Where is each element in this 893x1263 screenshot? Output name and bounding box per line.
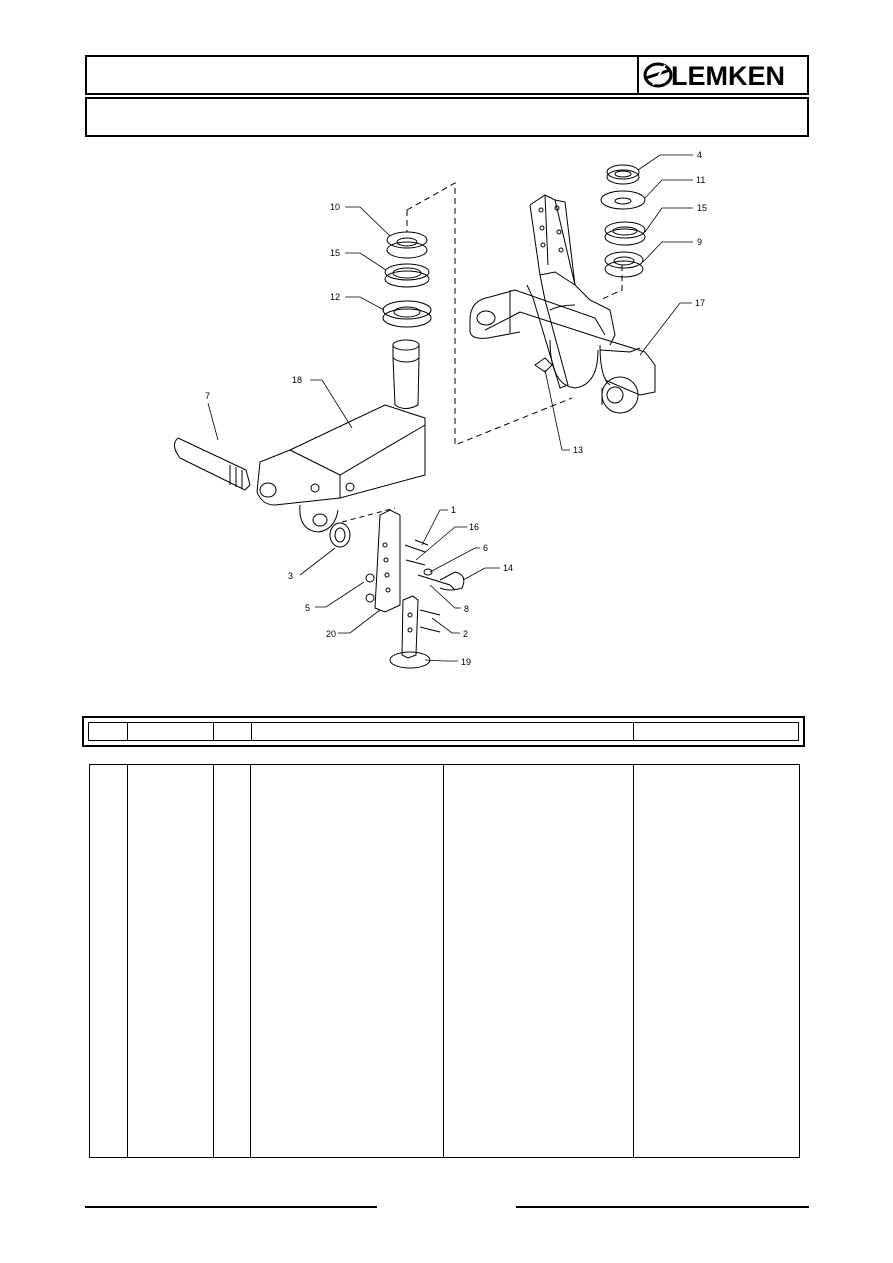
body-column-divider — [443, 765, 444, 1157]
assembly-guide-line — [406, 182, 573, 446]
callout-label: 16 — [469, 522, 479, 532]
callout-label: 6 — [483, 543, 488, 553]
callout-labels: 4 11 15 9 10 15 12 17 18 7 13 1 16 6 14 … — [205, 150, 707, 667]
parts-table-body — [89, 764, 800, 1158]
callout-label: 15 — [330, 248, 340, 258]
exploded-parts-drawing: 4 11 15 9 10 15 12 17 18 7 13 1 16 6 14 … — [174, 150, 707, 669]
support-leg-part — [365, 509, 401, 613]
body-column-divider — [250, 765, 251, 1157]
header-column-divider — [127, 723, 128, 740]
body-column-divider — [213, 765, 214, 1157]
callout-label: 10 — [330, 202, 340, 212]
callout-label: 14 — [503, 563, 513, 573]
footer-rule-left — [85, 1206, 377, 1208]
callout-label: 20 — [326, 629, 336, 639]
callout-label: 2 — [463, 629, 468, 639]
callout-label: 9 — [697, 237, 702, 247]
subtitle-box — [85, 97, 809, 137]
body-column-divider — [633, 765, 634, 1157]
axle-pin-part — [174, 437, 251, 491]
callout-label: 7 — [205, 391, 210, 401]
brand-name: LEMKEN — [671, 61, 785, 91]
callout-label: 4 — [697, 150, 702, 160]
callout-label: 1 — [451, 505, 456, 515]
callout-label: 17 — [695, 298, 705, 308]
spindle-axle-part — [256, 339, 426, 533]
header-column-divider — [251, 723, 252, 740]
lemken-logo-icon — [643, 62, 673, 88]
callout-leader-lines — [207, 154, 693, 662]
callout-label: 12 — [330, 292, 340, 302]
header-column-divider — [213, 723, 214, 740]
nut-part — [329, 522, 351, 548]
bearing-stack-left — [382, 231, 432, 328]
header-box: LEMKEN — [85, 55, 809, 95]
footer-rule-right — [516, 1206, 809, 1208]
lemken-logo: LEMKEN — [643, 59, 809, 91]
locking-pin-assembly — [404, 539, 465, 633]
callout-label: 11 — [696, 175, 705, 185]
header-column-divider — [633, 723, 634, 740]
parts-table-header — [82, 716, 805, 747]
callout-label: 18 — [292, 375, 302, 385]
parts-table-header-inner — [88, 722, 799, 741]
callout-label: 3 — [288, 571, 293, 581]
pivot-bracket-part — [469, 194, 656, 414]
header-divider — [637, 57, 639, 93]
callout-label: 15 — [697, 203, 707, 213]
callout-label: 8 — [464, 604, 469, 614]
callout-label: 5 — [305, 603, 310, 613]
callout-label: 13 — [573, 445, 583, 455]
bearing-stack-right — [600, 164, 646, 278]
callout-label: 19 — [461, 657, 471, 667]
body-column-divider — [127, 765, 128, 1157]
